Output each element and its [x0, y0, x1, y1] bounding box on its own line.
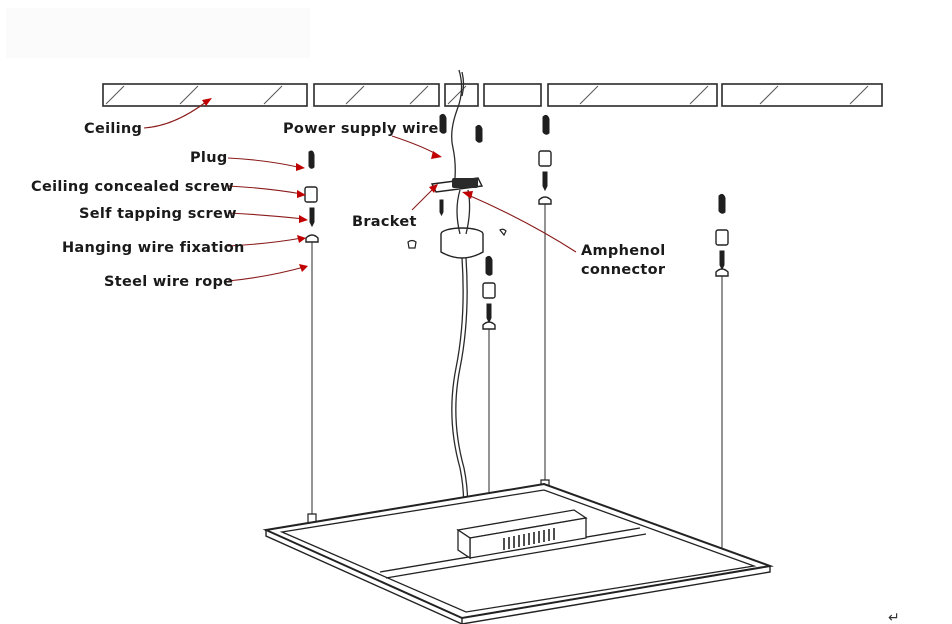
- ceiling-panels: [102, 83, 883, 107]
- text-labels: Ceiling Plug Ceiling concealed screw Sel…: [31, 121, 900, 624]
- self-tapping-screw-icon: [309, 207, 315, 228]
- hanging-wire-fixation-icon: [482, 321, 496, 330]
- label-connector: connector: [581, 262, 666, 278]
- label-self-tapping-screw: Self tapping screw: [79, 206, 237, 222]
- label-amphenol: Amphenol: [581, 243, 666, 259]
- ceiling-concealed-screw-icon: [304, 186, 318, 203]
- label-ceiling-concealed-screw: Ceiling concealed screw: [31, 179, 234, 195]
- power-cable: [451, 257, 465, 537]
- suspension-set-right: [715, 193, 729, 565]
- label-steel-wire-rope: Steel wire rope: [104, 274, 233, 290]
- small-screw-icon: [407, 239, 417, 249]
- plug-icon: [439, 113, 447, 134]
- leader-lines: [143, 98, 577, 282]
- label-hanging-wire-fixation: Hanging wire fixation: [62, 240, 245, 256]
- led-panel: [262, 482, 774, 624]
- suspension-set-center-right: [538, 114, 552, 493]
- plug-icon: [718, 193, 726, 214]
- self-tapping-screw-icon: [486, 303, 492, 324]
- ceiling-concealed-screw-icon: [538, 150, 552, 167]
- hanging-wire-fixation-icon: [305, 234, 319, 243]
- label-bracket: Bracket: [352, 214, 417, 230]
- self-tapping-screw-icon: [719, 250, 725, 271]
- power-supply-wire: [451, 69, 463, 179]
- label-ceiling: Ceiling: [84, 121, 142, 137]
- panel-frame-inner: [279, 489, 757, 613]
- ceiling-concealed-screw-icon: [715, 229, 729, 246]
- plug-icon: [308, 150, 315, 169]
- amphenol-connector-icon: [452, 178, 478, 188]
- plug-icon: [485, 255, 493, 276]
- self-tapping-screw-icon: [542, 171, 548, 192]
- label-power-supply-wire: Power supply wire: [283, 121, 439, 137]
- blank-patch: [6, 8, 310, 58]
- plug-icon: [475, 124, 483, 143]
- return-mark: ↵: [888, 610, 900, 624]
- plug-icon: [542, 114, 550, 135]
- ceiling-concealed-screw-icon: [482, 282, 496, 299]
- suspension-set-left: [304, 150, 319, 527]
- led-driver: [456, 509, 588, 560]
- label-plug: Plug: [190, 150, 228, 166]
- small-screw-icon: [499, 228, 507, 237]
- hanging-wire-fixation-icon: [715, 268, 729, 277]
- power-supply-assembly: [407, 69, 507, 537]
- hanging-wire-fixation-icon: [538, 196, 552, 205]
- canopy-body: [440, 234, 484, 259]
